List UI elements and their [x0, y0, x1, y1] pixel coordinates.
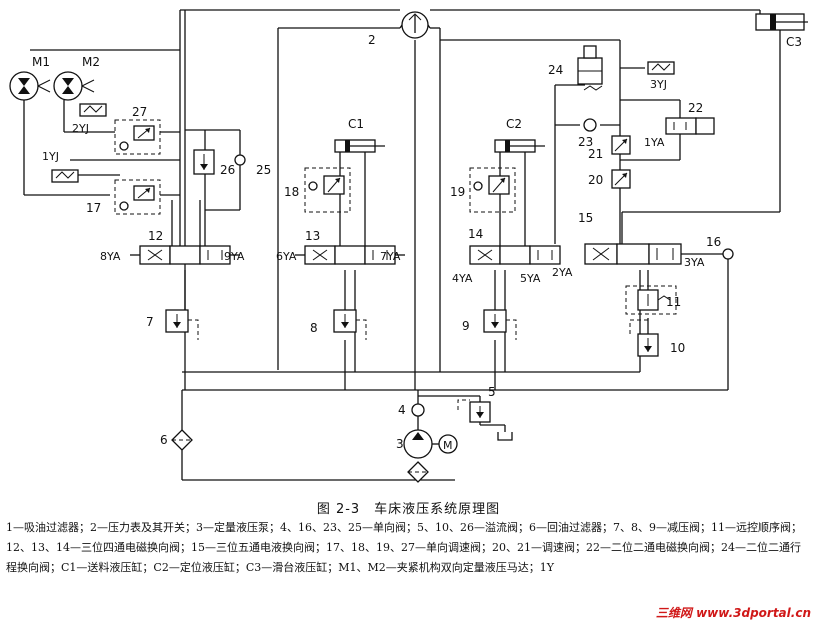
label-c1: C1: [348, 117, 364, 131]
pressure-switch-3yj: [647, 61, 675, 75]
suction-filter-1: [407, 461, 429, 483]
label-4ya: 4YA: [452, 272, 473, 285]
reducing-valve-7: [165, 309, 199, 340]
label-1ya: 1YA: [644, 136, 665, 149]
directional-valve-15: [584, 243, 728, 265]
directional-valve-14: [469, 245, 561, 265]
figure-legend: 1—吸油过滤器；2—压力表及其开关；3—定量液压泵；4、16、23、25—单向阀…: [6, 521, 802, 574]
check-speed-valve-27: [114, 119, 161, 155]
label-18: 18: [284, 185, 299, 199]
label-20: 20: [588, 173, 603, 187]
sequence-valve-11: [625, 285, 677, 315]
label-15: 15: [578, 211, 593, 225]
return-filter-6: [171, 429, 193, 451]
label-11: 11: [666, 295, 681, 309]
relief-valve-10: [629, 319, 659, 357]
pressure-switch-1yj: [51, 169, 79, 183]
label-22: 22: [688, 101, 703, 115]
label-3yj: 3YJ: [650, 78, 667, 91]
label-c3: C3: [786, 35, 802, 49]
check-speed-valve-17: [114, 179, 161, 215]
label-5: 5: [488, 385, 496, 399]
reducing-valve-8: [333, 309, 367, 340]
label-13: 13: [305, 229, 320, 243]
label-c2: C2: [506, 117, 522, 131]
hydraulic-schematic: 2 C3 M1 M2 2YJ 1YJ 3YJ: [9, 9, 808, 483]
label-17: 17: [86, 201, 101, 215]
label-3: 3: [396, 437, 404, 451]
label-26: 26: [220, 163, 235, 177]
label-21: 21: [588, 147, 603, 161]
label-m1: M1: [32, 55, 50, 69]
label-2ya: 2YA: [552, 266, 573, 279]
pressure-gauge-2: [399, 11, 431, 39]
check-valve-16: [722, 248, 734, 260]
label-2yj: 2YJ: [72, 122, 89, 135]
label-23: 23: [578, 135, 593, 149]
motor-m1: [9, 71, 51, 101]
check-speed-valve-19: [469, 167, 516, 213]
label-27: 27: [132, 105, 147, 119]
label-m2: M2: [82, 55, 100, 69]
check-valve-4: [411, 403, 425, 417]
label-9ya: 9YA: [224, 250, 245, 263]
check-speed-valve-18: [304, 167, 351, 213]
label-25: 25: [256, 163, 271, 177]
relief-valve-5: [457, 399, 491, 423]
cylinder-c1: [334, 139, 385, 153]
pump-3: [403, 429, 458, 459]
speed-valve-21: [611, 135, 631, 155]
label-6ya: 6YA: [276, 250, 297, 263]
check-valve-25: [234, 154, 246, 166]
relief-valve-26: [193, 149, 215, 175]
pipe-network: [23, 9, 781, 481]
speed-valve-20: [611, 169, 631, 189]
label-14: 14: [468, 227, 483, 241]
tank-symbol: [497, 432, 513, 441]
pressure-switch-2yj: [79, 103, 107, 117]
label-motor: M: [443, 439, 453, 452]
directional-valve-13: [295, 245, 405, 265]
label-2: 2: [368, 33, 376, 47]
reducing-valve-9: [483, 309, 517, 340]
label-7: 7: [146, 315, 154, 329]
stroke-valve-24: [577, 45, 603, 91]
label-8: 8: [310, 321, 318, 335]
label-10: 10: [670, 341, 685, 355]
label-3ya: 3YA: [684, 256, 705, 269]
label-12: 12: [148, 229, 163, 243]
label-5ya: 5YA: [520, 272, 541, 285]
label-8ya: 8YA: [100, 250, 121, 263]
label-24: 24: [548, 63, 563, 77]
label-4: 4: [398, 403, 406, 417]
directional-valve-12: [130, 245, 240, 265]
label-16: 16: [706, 235, 721, 249]
cylinder-c3: [755, 13, 808, 31]
check-valve-23: [583, 118, 597, 132]
label-9: 9: [462, 319, 470, 333]
watermark: 三维网 www.3dportal.cn: [655, 606, 811, 620]
label-1yj: 1YJ: [42, 150, 59, 163]
motor-m2: [53, 71, 95, 101]
label-6: 6: [160, 433, 168, 447]
label-7ya: 7YA: [380, 250, 401, 263]
label-19: 19: [450, 185, 465, 199]
solenoid-valve-22: [665, 117, 715, 135]
cylinder-c2: [494, 139, 545, 153]
figure-caption: 图 2-3 车床液压系统原理图: [316, 502, 501, 517]
